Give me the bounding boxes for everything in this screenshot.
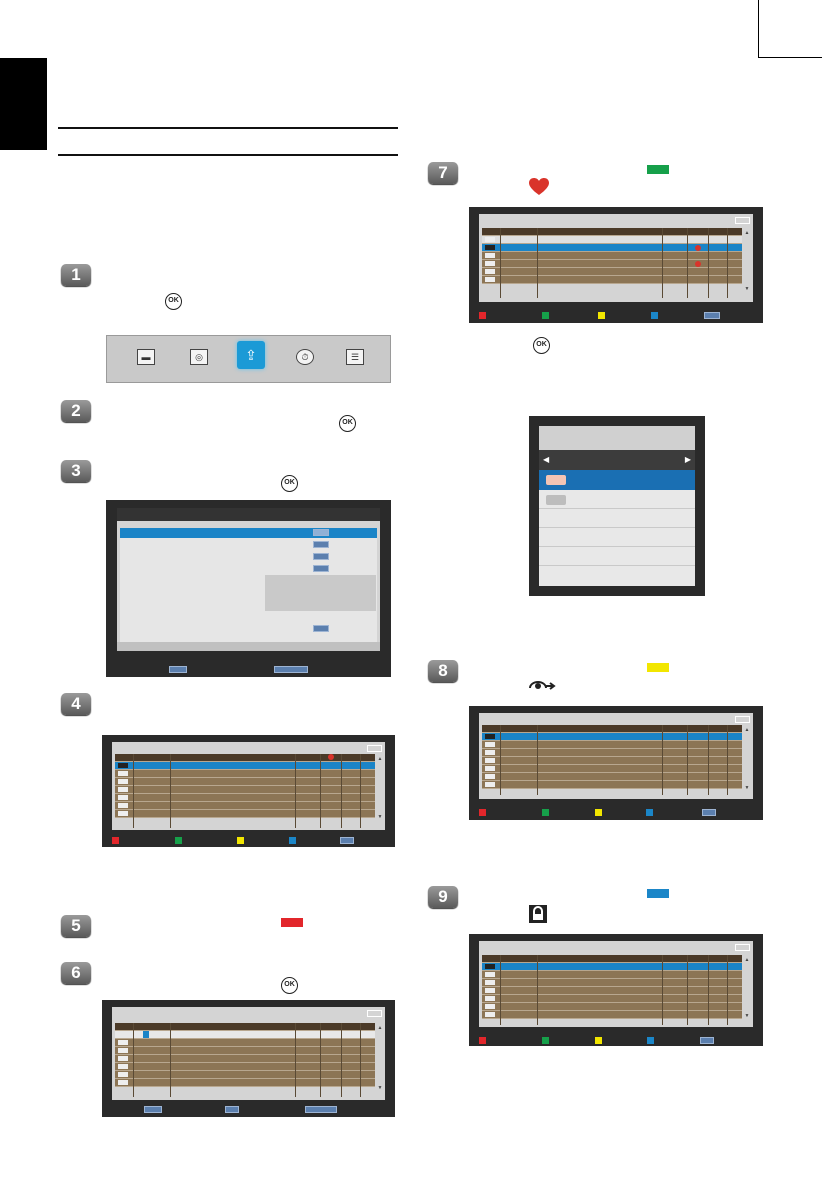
step-badge-4: 4	[61, 693, 91, 715]
arrow-right-icon[interactable]: ▶	[684, 455, 691, 464]
red-key-icon	[281, 918, 303, 927]
ok-button-icon: OK	[533, 337, 550, 354]
dialog-row-selected[interactable]	[539, 470, 695, 490]
channel-icon[interactable]: ⇪	[237, 341, 265, 369]
heart-icon	[529, 178, 549, 195]
picture-icon: ▬	[137, 349, 155, 365]
ok-button-icon: OK	[281, 475, 298, 492]
step-badge-3: 3	[61, 460, 91, 482]
padlock-icon	[529, 905, 547, 923]
skip-arrow-icon	[529, 681, 556, 690]
step-badge-6: 6	[61, 962, 91, 984]
arrow-left-icon[interactable]: ◀	[543, 455, 550, 464]
channel-list-screen-6: ▲ ▼	[102, 1000, 395, 1117]
ok-button-icon: OK	[281, 977, 298, 994]
ok-button-icon: OK	[165, 293, 182, 310]
yellow-key-icon	[647, 663, 669, 672]
green-key-icon	[647, 165, 669, 174]
step-badge-7: 7	[428, 162, 458, 184]
dialog-row[interactable]	[539, 490, 695, 509]
language-tab	[0, 58, 47, 150]
channel-menu-screen	[106, 500, 391, 677]
favorite-list-dialog: ◀ ▶	[529, 416, 705, 596]
channel-list-screen-9: ▲ ▼	[469, 934, 763, 1046]
timer-icon: ⏱	[296, 349, 314, 365]
channel-list-screen-7: ▲ ▼	[469, 207, 763, 323]
main-menu-bar: ▬ ◎ ⇪ ⏱ ☰	[106, 335, 391, 383]
step-badge-9: 9	[428, 886, 458, 908]
dialog-row[interactable]	[539, 547, 695, 566]
dialog-row[interactable]	[539, 509, 695, 528]
step-badge-2: 2	[61, 400, 91, 422]
step-badge-8: 8	[428, 660, 458, 682]
setup-icon: ☰	[346, 349, 364, 365]
blue-key-icon	[647, 889, 669, 898]
crop-mark-horizontal	[758, 57, 822, 58]
channel-list-screen-8: ▲ ▼	[469, 706, 763, 820]
section-rule-bottom	[58, 154, 398, 156]
step-badge-5: 5	[61, 915, 91, 937]
menu-row-selected[interactable]	[120, 528, 377, 538]
step-badge-1: 1	[61, 264, 91, 286]
dialog-row[interactable]	[539, 528, 695, 547]
channel-list-screen-4: ▲ ▼	[102, 735, 395, 847]
dialog-row[interactable]	[539, 566, 695, 585]
section-rule-top	[58, 127, 398, 129]
sound-icon: ◎	[190, 349, 208, 365]
crop-mark-vertical	[758, 0, 759, 58]
ok-button-icon: OK	[339, 415, 356, 432]
